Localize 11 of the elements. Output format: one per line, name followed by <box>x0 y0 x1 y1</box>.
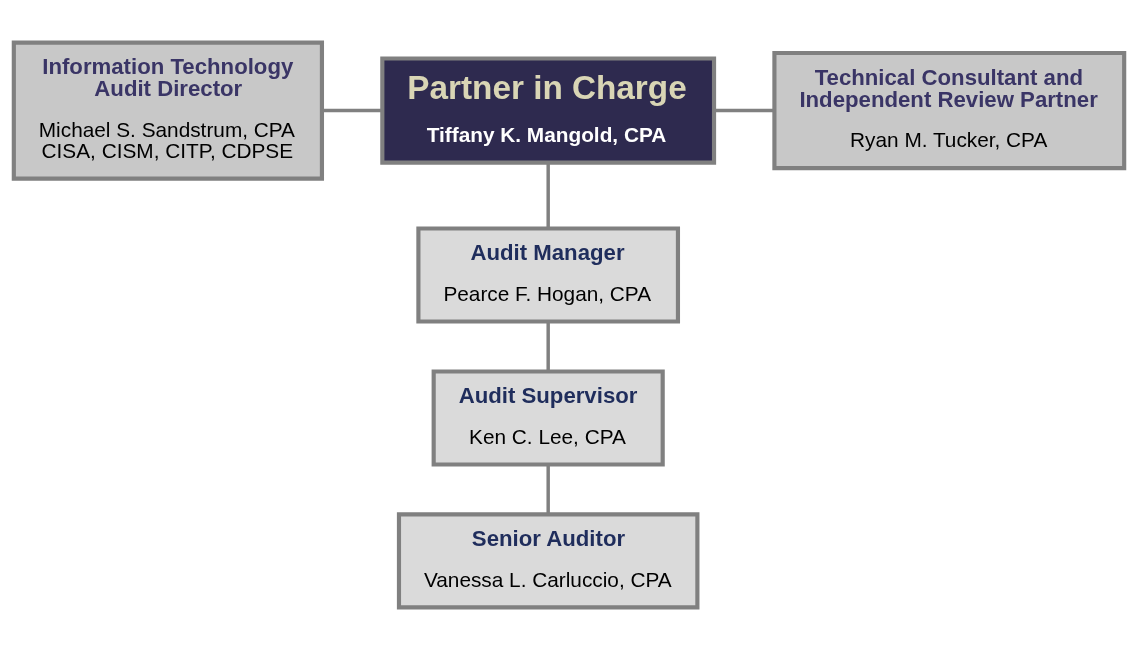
node-box: Technical Consultant and Independent Review Partner Ryan M. Tucker, CPA <box>772 50 1127 170</box>
node-box: Audit Manager Pearce F. Hogan, CPA <box>416 225 681 324</box>
node-box: Information Technology Audit Director Michael S. Sandstrum, CPA CISA, CISM, CITP, CDPSE <box>11 39 324 181</box>
connector <box>714 108 775 112</box>
node-box: Partner in Charge Tiffany K. Mangold, CPA <box>380 55 717 165</box>
connector <box>322 108 383 112</box>
connector <box>546 162 550 228</box>
node-box: Senior Auditor Vanessa L. Carluccio, CPA <box>396 511 700 610</box>
connector <box>546 321 550 371</box>
connector <box>546 464 550 514</box>
node-box: Audit Supervisor Ken C. Lee, CPA <box>431 368 665 467</box>
